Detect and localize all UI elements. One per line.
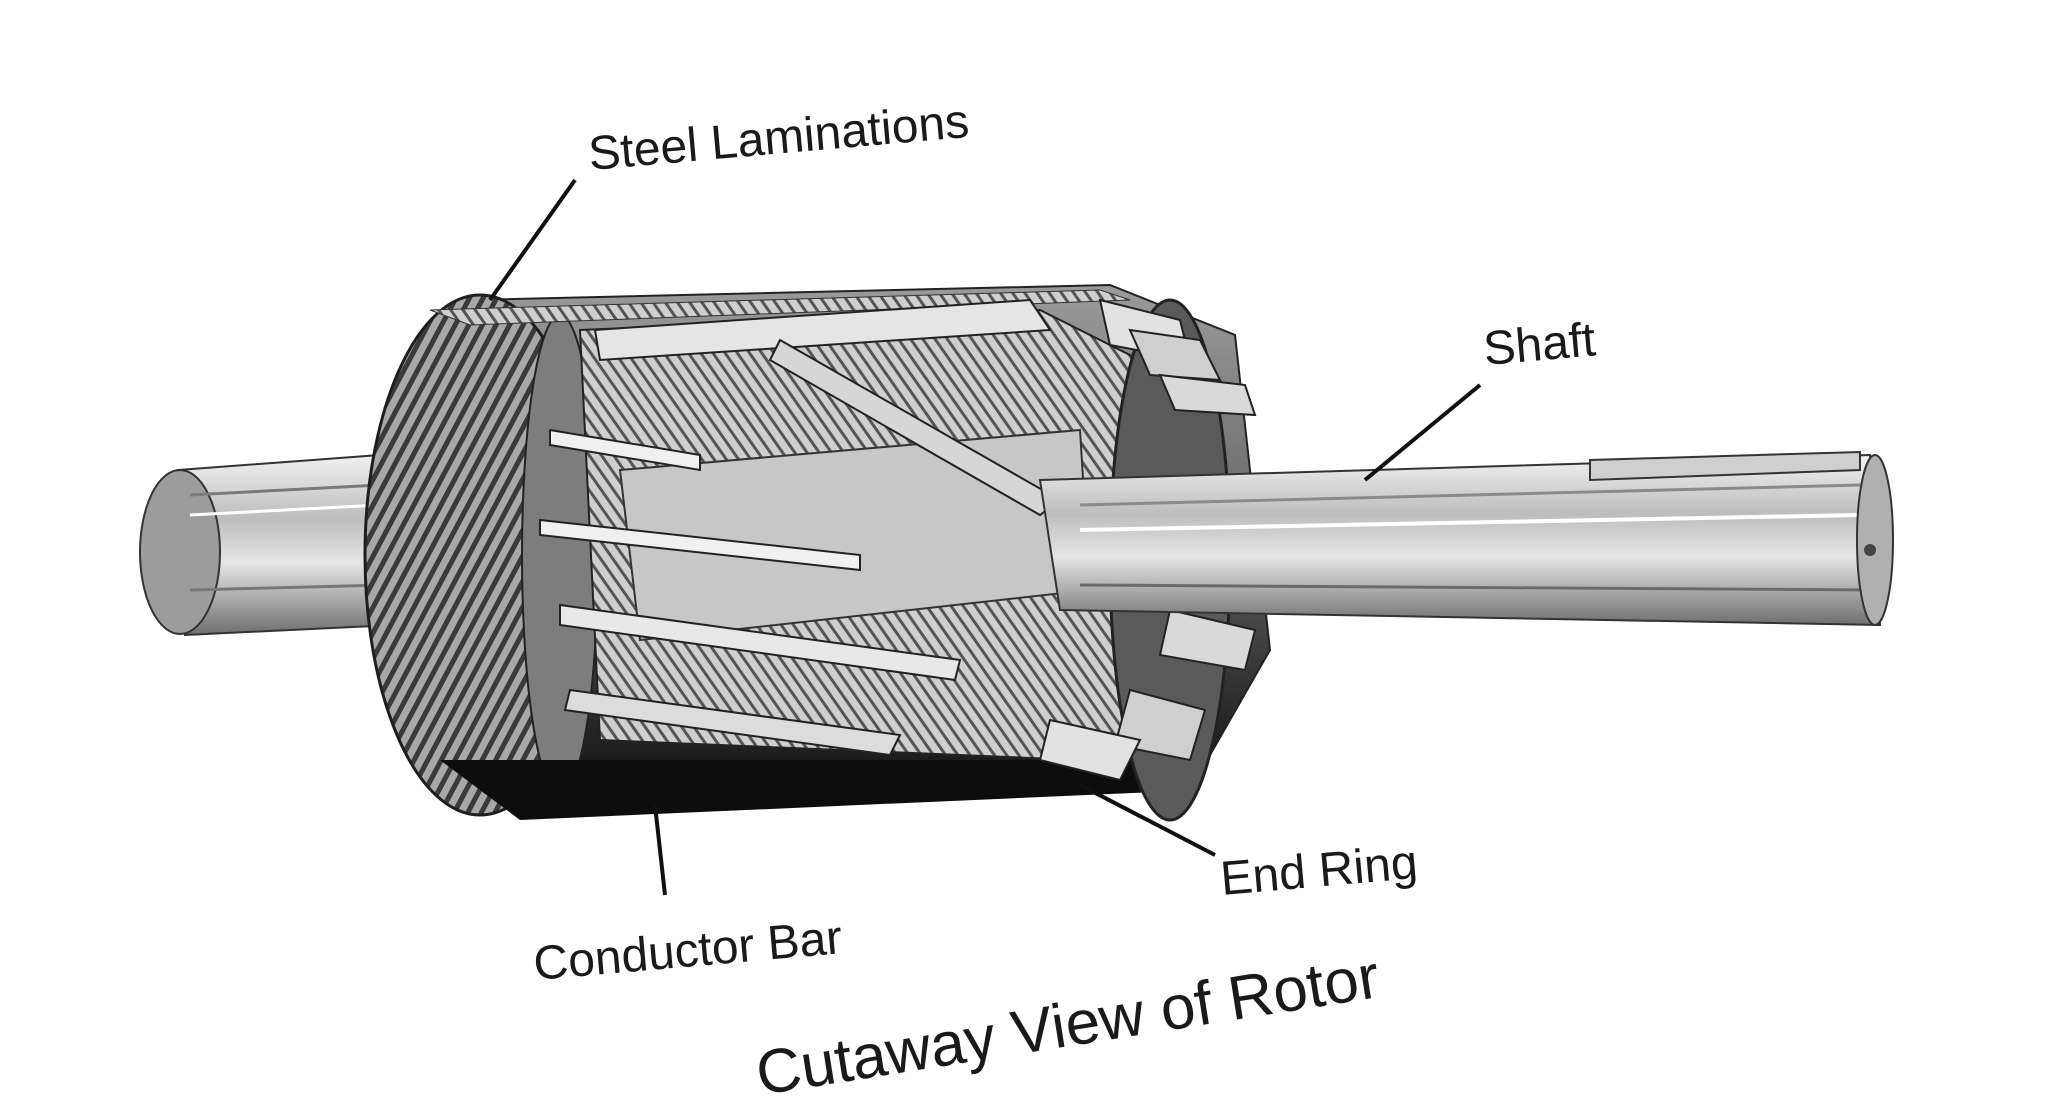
conductor-bar-5	[563, 688, 902, 757]
leader-lines	[488, 178, 1482, 896]
conductor-bar-2	[549, 428, 701, 472]
end-ring-tooth-4	[1158, 608, 1257, 672]
label-steel-laminations: Steel Laminations	[586, 95, 971, 181]
shaft	[1038, 450, 1894, 627]
shaft-keyway	[1589, 450, 1861, 482]
end-ring-tooth-2	[1128, 328, 1222, 382]
conductor-bars	[539, 298, 1062, 757]
leader-conductor-bar	[653, 804, 667, 896]
leader-steel-laminations	[488, 178, 577, 302]
end-ring-tooth-3	[1158, 373, 1257, 417]
label-conductor-bar: Conductor Bar	[531, 911, 844, 991]
leader-end-ring	[1079, 783, 1216, 857]
conductor-bar-4	[559, 603, 962, 682]
label-end-ring: End Ring	[1218, 836, 1419, 906]
shaft-left-stub	[139, 453, 397, 637]
conductor-bar-1	[593, 298, 1052, 362]
end-ring-tooth-6	[1038, 718, 1142, 782]
label-shaft: Shaft	[1481, 313, 1597, 376]
conductor-bar-3	[539, 518, 861, 572]
diagram-caption: Cutaway View of Rotor	[751, 942, 1384, 1109]
leader-shaft	[1363, 383, 1482, 482]
conductor-bar-6	[768, 338, 1062, 517]
